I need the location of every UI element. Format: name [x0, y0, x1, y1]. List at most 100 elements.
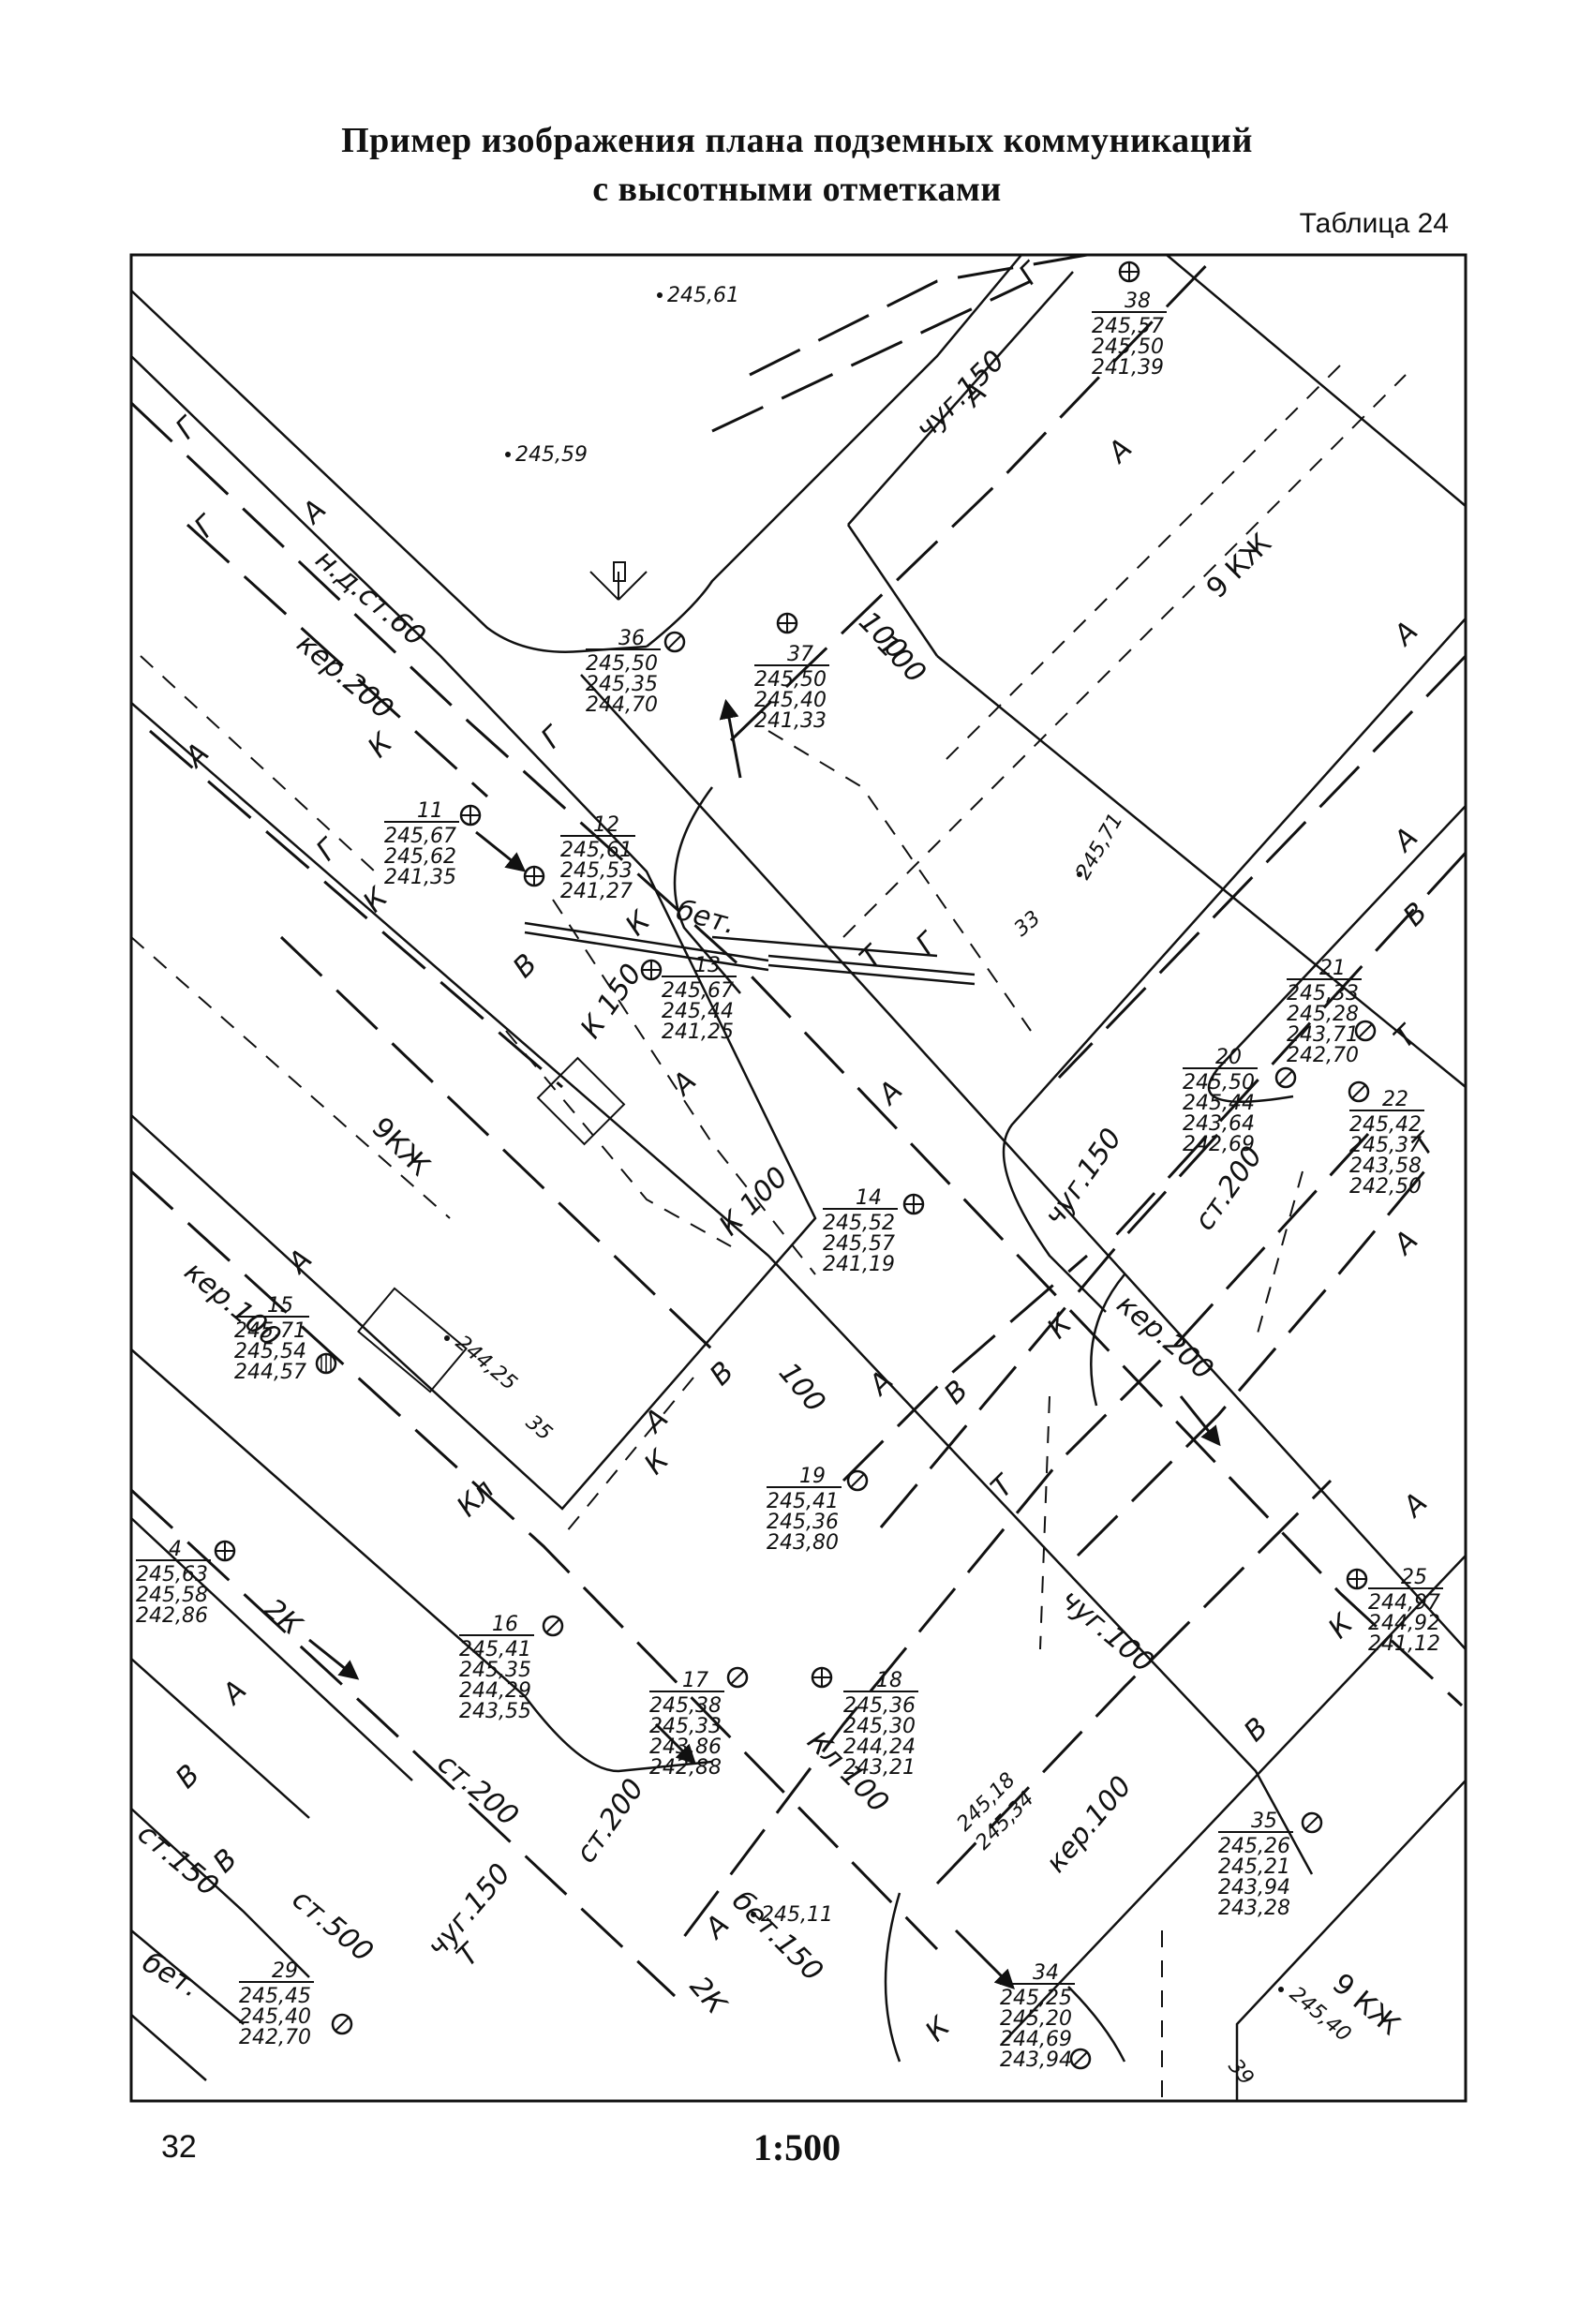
well-elevation: 242,70: [1287, 1044, 1359, 1067]
line-letter: А: [664, 1065, 703, 1103]
line-letter: К: [619, 904, 658, 943]
well-number: 13: [694, 954, 721, 977]
pipe-label: бет.: [673, 894, 739, 941]
well-number: 21: [1319, 957, 1346, 980]
well-elevation: 241,19: [823, 1253, 895, 1276]
pipe-label: К 150: [574, 958, 648, 1044]
spot-height-dot: [505, 452, 511, 457]
well-number: 36: [618, 627, 645, 650]
well-elevation: 242,86: [136, 1604, 208, 1628]
line-letter: В: [1397, 896, 1434, 932]
well-symbol-icon: [542, 1615, 564, 1637]
pipe-label: бет.: [137, 1946, 205, 2004]
well-symbol-icon: [1118, 261, 1140, 283]
title-line-1: Пример изображения плана подземных комму…: [341, 121, 1253, 160]
well-symbol-icon: [1354, 1020, 1377, 1042]
well-elevation: 245,57: [1092, 315, 1164, 338]
well-elevation: 242,70: [239, 2026, 311, 2049]
well-elevation: 245,50: [1092, 335, 1164, 359]
line-letter: А: [294, 493, 333, 531]
crosswalk-block: [536, 1056, 626, 1146]
spot-height: 245,59: [515, 443, 588, 467]
pipe-label: чуг.150: [1038, 1123, 1128, 1232]
well-elevation: 243,55: [459, 1700, 531, 1723]
well-elevation: 241,35: [384, 866, 456, 889]
drain-channel: [524, 921, 976, 986]
well-elevation: 242,69: [1183, 1133, 1255, 1156]
well-elevation: 245,42: [1349, 1113, 1422, 1137]
line-letter: А: [1386, 1224, 1424, 1262]
line-letter: А: [1100, 432, 1139, 470]
well-elevation: 245,38: [649, 1694, 722, 1718]
well-elevation: 245,57: [823, 1232, 895, 1256]
spot-height: 245,61: [667, 284, 739, 307]
well-elevation: 244,57: [234, 1361, 306, 1384]
well-elevation: 245,50: [754, 668, 827, 692]
line-letter: К: [362, 726, 400, 765]
line-letter: В: [507, 947, 544, 984]
well-number: 17: [682, 1669, 708, 1692]
well-symbol-icon: [315, 1352, 337, 1375]
labels-layer: 245,61245,59245,71244,25245,40245,11245,…: [131, 255, 1444, 2090]
pipe-label: ст.500: [286, 1883, 380, 1969]
line-letter: К: [1322, 1607, 1361, 1646]
well-elevation: 245,62: [384, 845, 456, 869]
well-number: 22: [1382, 1088, 1408, 1111]
well-elevation: 241,39: [1092, 356, 1164, 380]
map-frame: [129, 253, 1467, 2103]
well-number: 29: [272, 1959, 298, 1983]
well-elevation: 245,36: [767, 1511, 839, 1534]
line-letter: А: [1395, 1486, 1434, 1525]
well-elevation: 241,33: [754, 709, 827, 733]
scale-label: 1:500: [752, 2126, 842, 2168]
well-number: 38: [1125, 290, 1151, 313]
wells-layer: 36245,50245,35244,7037245,50245,40241,33…: [136, 261, 1443, 2072]
pipe-label: К 100: [713, 1161, 795, 1243]
well-symbol-icon: [331, 2013, 353, 2035]
well-elevation: 244,24: [843, 1736, 916, 1759]
well-elevation: 245,61: [560, 839, 633, 862]
well-elevation: 245,30: [843, 1715, 916, 1738]
well-elevation: 241,25: [662, 1020, 734, 1044]
well-number: 12: [593, 813, 619, 837]
well-elevation: 245,36: [843, 1694, 916, 1718]
building-number: 35: [521, 1410, 557, 1445]
well-elevation: 243,71: [1287, 1023, 1359, 1047]
well-elevation: 245,40: [754, 689, 827, 712]
well-elevation: 244,92: [1368, 1612, 1440, 1635]
pipe-label: чуг.150: [910, 344, 1011, 445]
well-number: 16: [492, 1613, 518, 1636]
well-elevation: 245,33: [1287, 982, 1359, 1006]
well-symbol-icon: [846, 1469, 869, 1492]
well-elevation: 243,28: [1218, 1897, 1290, 1920]
well-elevation: 245,25: [1000, 1987, 1072, 2010]
well-number: 14: [856, 1186, 882, 1210]
spot-height: 245,71: [1072, 810, 1128, 884]
table-label: Таблица 24: [1299, 208, 1449, 239]
spot-height-dot: [444, 1335, 450, 1341]
spot-height-dot: [1278, 1987, 1284, 1992]
well-elevation: 245,26: [1218, 1835, 1290, 1858]
well-elevation: 244,70: [586, 693, 658, 717]
line-letter: Г: [170, 410, 205, 445]
well-elevation: 245,41: [459, 1638, 531, 1661]
line-letter: Г: [188, 508, 224, 544]
well-symbol-icon: [902, 1193, 925, 1215]
line-letter: Г: [535, 719, 571, 754]
map-linework: [130, 254, 1467, 2101]
well-elevation: 242,50: [1349, 1175, 1422, 1199]
pipe-label: чуг.100: [1054, 1583, 1160, 1679]
well-number: 15: [267, 1294, 293, 1318]
line-letter: В: [170, 1758, 206, 1795]
